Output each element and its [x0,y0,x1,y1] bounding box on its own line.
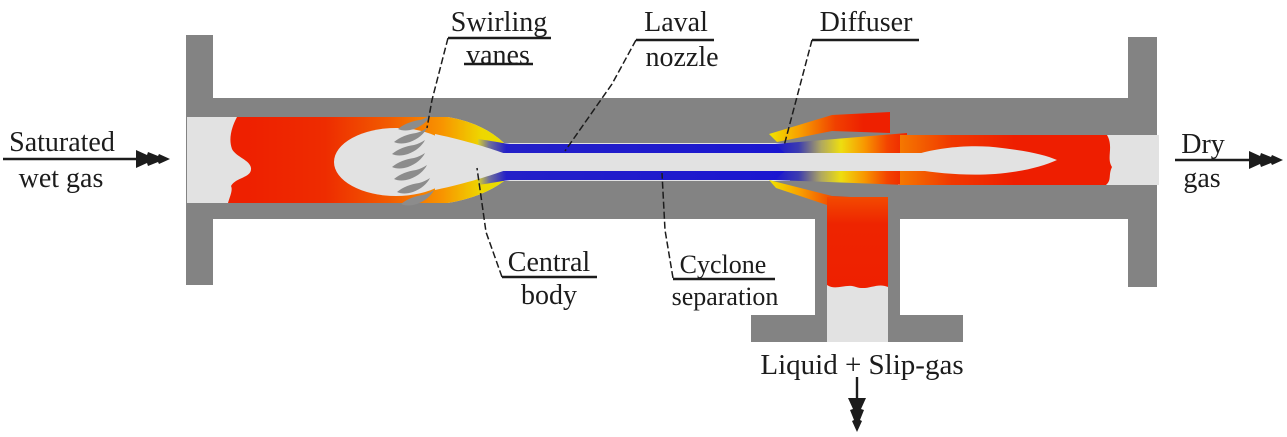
drain-flow [827,197,888,289]
label-cyclone-separation-line1: Cyclone [679,250,767,279]
label-central-body-line1: Central [507,247,591,278]
leader-diffuser [783,39,813,147]
leader-cyclone-separation [661,172,674,279]
central-body-core [334,128,1057,196]
label-diffuser: Diffuser [819,7,913,38]
label-saturated-wet-gas-line1: Saturated [9,127,115,158]
leader-swirling-vanes [426,37,449,129]
leader-laval-nozzle [564,39,637,152]
leader-central-body [476,167,503,278]
central-body-nose [334,128,458,196]
label-swirling-vanes-line1: Swirling [450,7,548,38]
central-body-tail [435,134,506,190]
label-saturated-wet-gas-line2: wet gas [18,163,104,194]
diffuser-stream-lower [775,168,907,185]
label-underlines [448,36,919,281]
drain-wall-right [888,219,900,316]
outlet-arrow-head [1249,151,1283,169]
vortex-core-stripe [490,153,930,171]
label-laval-nozzle-line1: Laval [644,7,708,38]
label-cyclone-separation-line2: separation [671,282,779,311]
label-central-body-line2: body [521,280,577,311]
diffuser-stream-upper [775,133,907,156]
drain-arrow-head [848,398,866,432]
label-dry-gas-line1: Dry [1181,129,1225,160]
leader-lines [426,37,813,279]
label-laval-nozzle-line2: nozzle [645,42,719,73]
flow-arrows [3,150,1283,432]
label-dry-gas-line2: gas [1183,163,1221,194]
drain-wall-left [815,219,827,316]
label-swirling-vanes-line2: vanes [466,40,530,71]
diffuser-wedge-upper [769,112,890,142]
inlet-arrow-head [136,150,170,168]
label-liquid-slip-gas: Liquid + Slip-gas [760,349,964,381]
dry-gas-core-lens [918,146,1057,175]
